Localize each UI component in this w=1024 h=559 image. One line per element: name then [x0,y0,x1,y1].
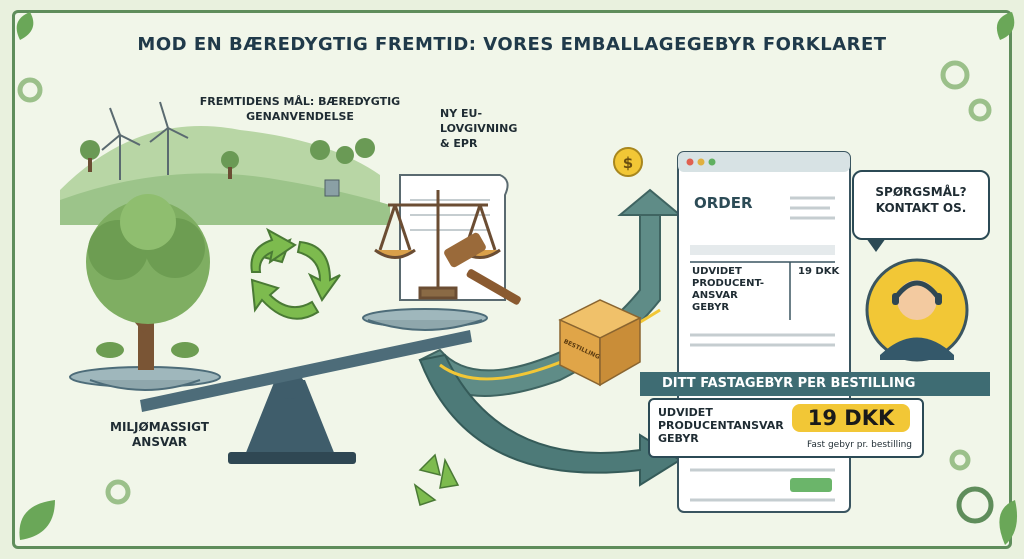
environment-line: ANSVAR [132,435,187,449]
gear-icon [17,60,994,524]
future-goal-label: FREMTIDENS MÅL: BÆREDYGTIG GENANVENDELSE [199,95,401,123]
contact-bubble[interactable]: SPØRGSMÅL? KONTAKT OS. [852,170,990,252]
recycle-icon [250,227,341,320]
fee-price: 19 DKK [792,404,910,432]
order-line-text: ANSVAR [692,290,738,301]
order-line-text: UDVIDET [692,266,742,277]
fee-label-line: GEBYR [658,432,699,445]
legislation-line: & EPR [440,137,478,150]
order-line-text: GEBYR [692,302,730,313]
leaf-icon [16,12,1018,545]
fee-label-line: UDVIDET [658,406,713,419]
fee-note: Fast gebyr pr. bestilling [807,440,912,450]
package-icon [558,299,642,387]
wind-turbine-icon [101,101,189,180]
contact-line: SPØRGSMÅL? [875,185,967,199]
recycle-icon [413,453,460,506]
fee-label-line: PRODUCENTANSVAR [658,419,784,432]
order-line-label: UDVIDET PRODUCENT- ANSVAR GEBYR [692,266,764,314]
order-line-price: 19 DKK [798,266,840,277]
order-title: ORDER [694,194,753,212]
contact-line: KONTAKT OS. [875,201,967,215]
coin-icon: $ [613,147,643,177]
tree-icon [86,194,210,370]
svg-text:$: $ [623,154,633,172]
page-title: MOD EN BÆREDYGTIG FREMTID: VORES EMBALLA… [137,34,887,55]
legislation-label: NY EU- LOVGIVNING & EPR [440,106,517,151]
environment-label: MILJØMASSIGT ANSVAR [110,420,209,450]
fee-label: UDVIDET PRODUCENTANSVAR GEBYR [658,406,784,445]
environment-line: MILJØMASSIGT [110,420,209,434]
order-line-text: PRODUCENT- [692,278,764,289]
gavel-icon [444,232,521,305]
legislation-line: NY EU- [440,107,483,120]
fee-banner: DITT FASTAGEBYR PER BESTILLING [640,372,990,396]
support-agent-icon [865,258,969,362]
legislation-line: LOVGIVNING [440,122,518,135]
fee-box: UDVIDET PRODUCENTANSVAR GEBYR 19 DKK Fas… [648,398,924,458]
